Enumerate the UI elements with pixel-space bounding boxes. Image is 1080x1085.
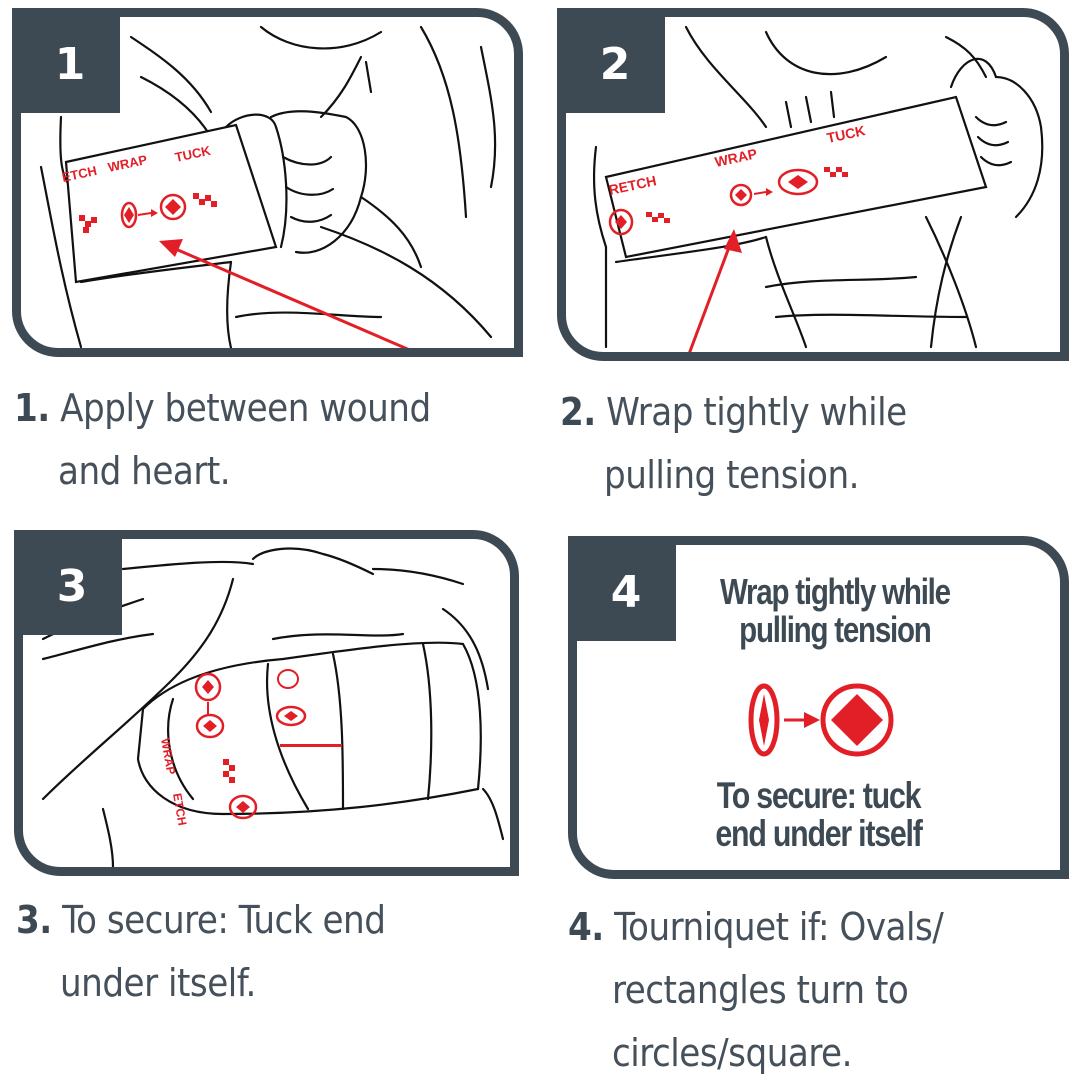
step-2-badge: 2 xyxy=(566,17,665,113)
step-3-panel: 3 WRAP ETCH xyxy=(14,530,519,876)
band-label-tuck: TUCK xyxy=(174,143,213,165)
pointer-arrow xyxy=(688,241,733,352)
band-label-stretch: ETCH xyxy=(170,792,189,827)
band-label-stretch: ETCH xyxy=(61,163,99,185)
step-4-footer: To secure: tuck end under itself xyxy=(715,775,922,854)
pointer-arrow xyxy=(170,245,409,348)
step-4-panel: 4 Wrap tightly while pulling tension To … xyxy=(568,536,1069,879)
step-2-caption: 2. Wrap tightly while pulling tension. xyxy=(560,390,907,497)
band-label-stretch: RETCH xyxy=(607,172,658,198)
step-1-band-markings: ETCH WRAP TUCK xyxy=(61,143,409,348)
band-label-wrap: WRAP xyxy=(107,152,149,175)
step-4-caption: 4. Tourniquet if: Ovals/ rectangles turn… xyxy=(568,905,944,1075)
band-label-tuck: TUCK xyxy=(825,122,866,146)
step-3-band-markings: WRAP ETCH xyxy=(158,669,342,827)
step-2-panel: 2 RETCH WRAP TUCK xyxy=(557,8,1069,361)
band-symbols xyxy=(608,167,848,236)
step-1-badge: 1 xyxy=(21,17,120,113)
band-label-wrap: WRAP xyxy=(158,737,178,776)
step-3-caption: 3. To secure: Tuck end under itself. xyxy=(16,898,386,1005)
oval-to-circle-square-icon xyxy=(748,683,894,757)
step-4-heading: Wrap tightly while pulling tension xyxy=(719,571,951,650)
step-1-panel: 1 ETCH WRAP TUCK xyxy=(12,8,523,357)
step-1-caption: 1. Apply between wound and heart. xyxy=(14,386,431,493)
band-symbols xyxy=(79,193,217,233)
step-2-band-markings: RETCH WRAP TUCK xyxy=(607,122,867,352)
band-label-wrap: WRAP xyxy=(713,145,758,170)
step-4-badge: 4 xyxy=(577,545,676,641)
step-3-badge: 3 xyxy=(23,539,122,635)
band-symbols xyxy=(194,669,342,820)
